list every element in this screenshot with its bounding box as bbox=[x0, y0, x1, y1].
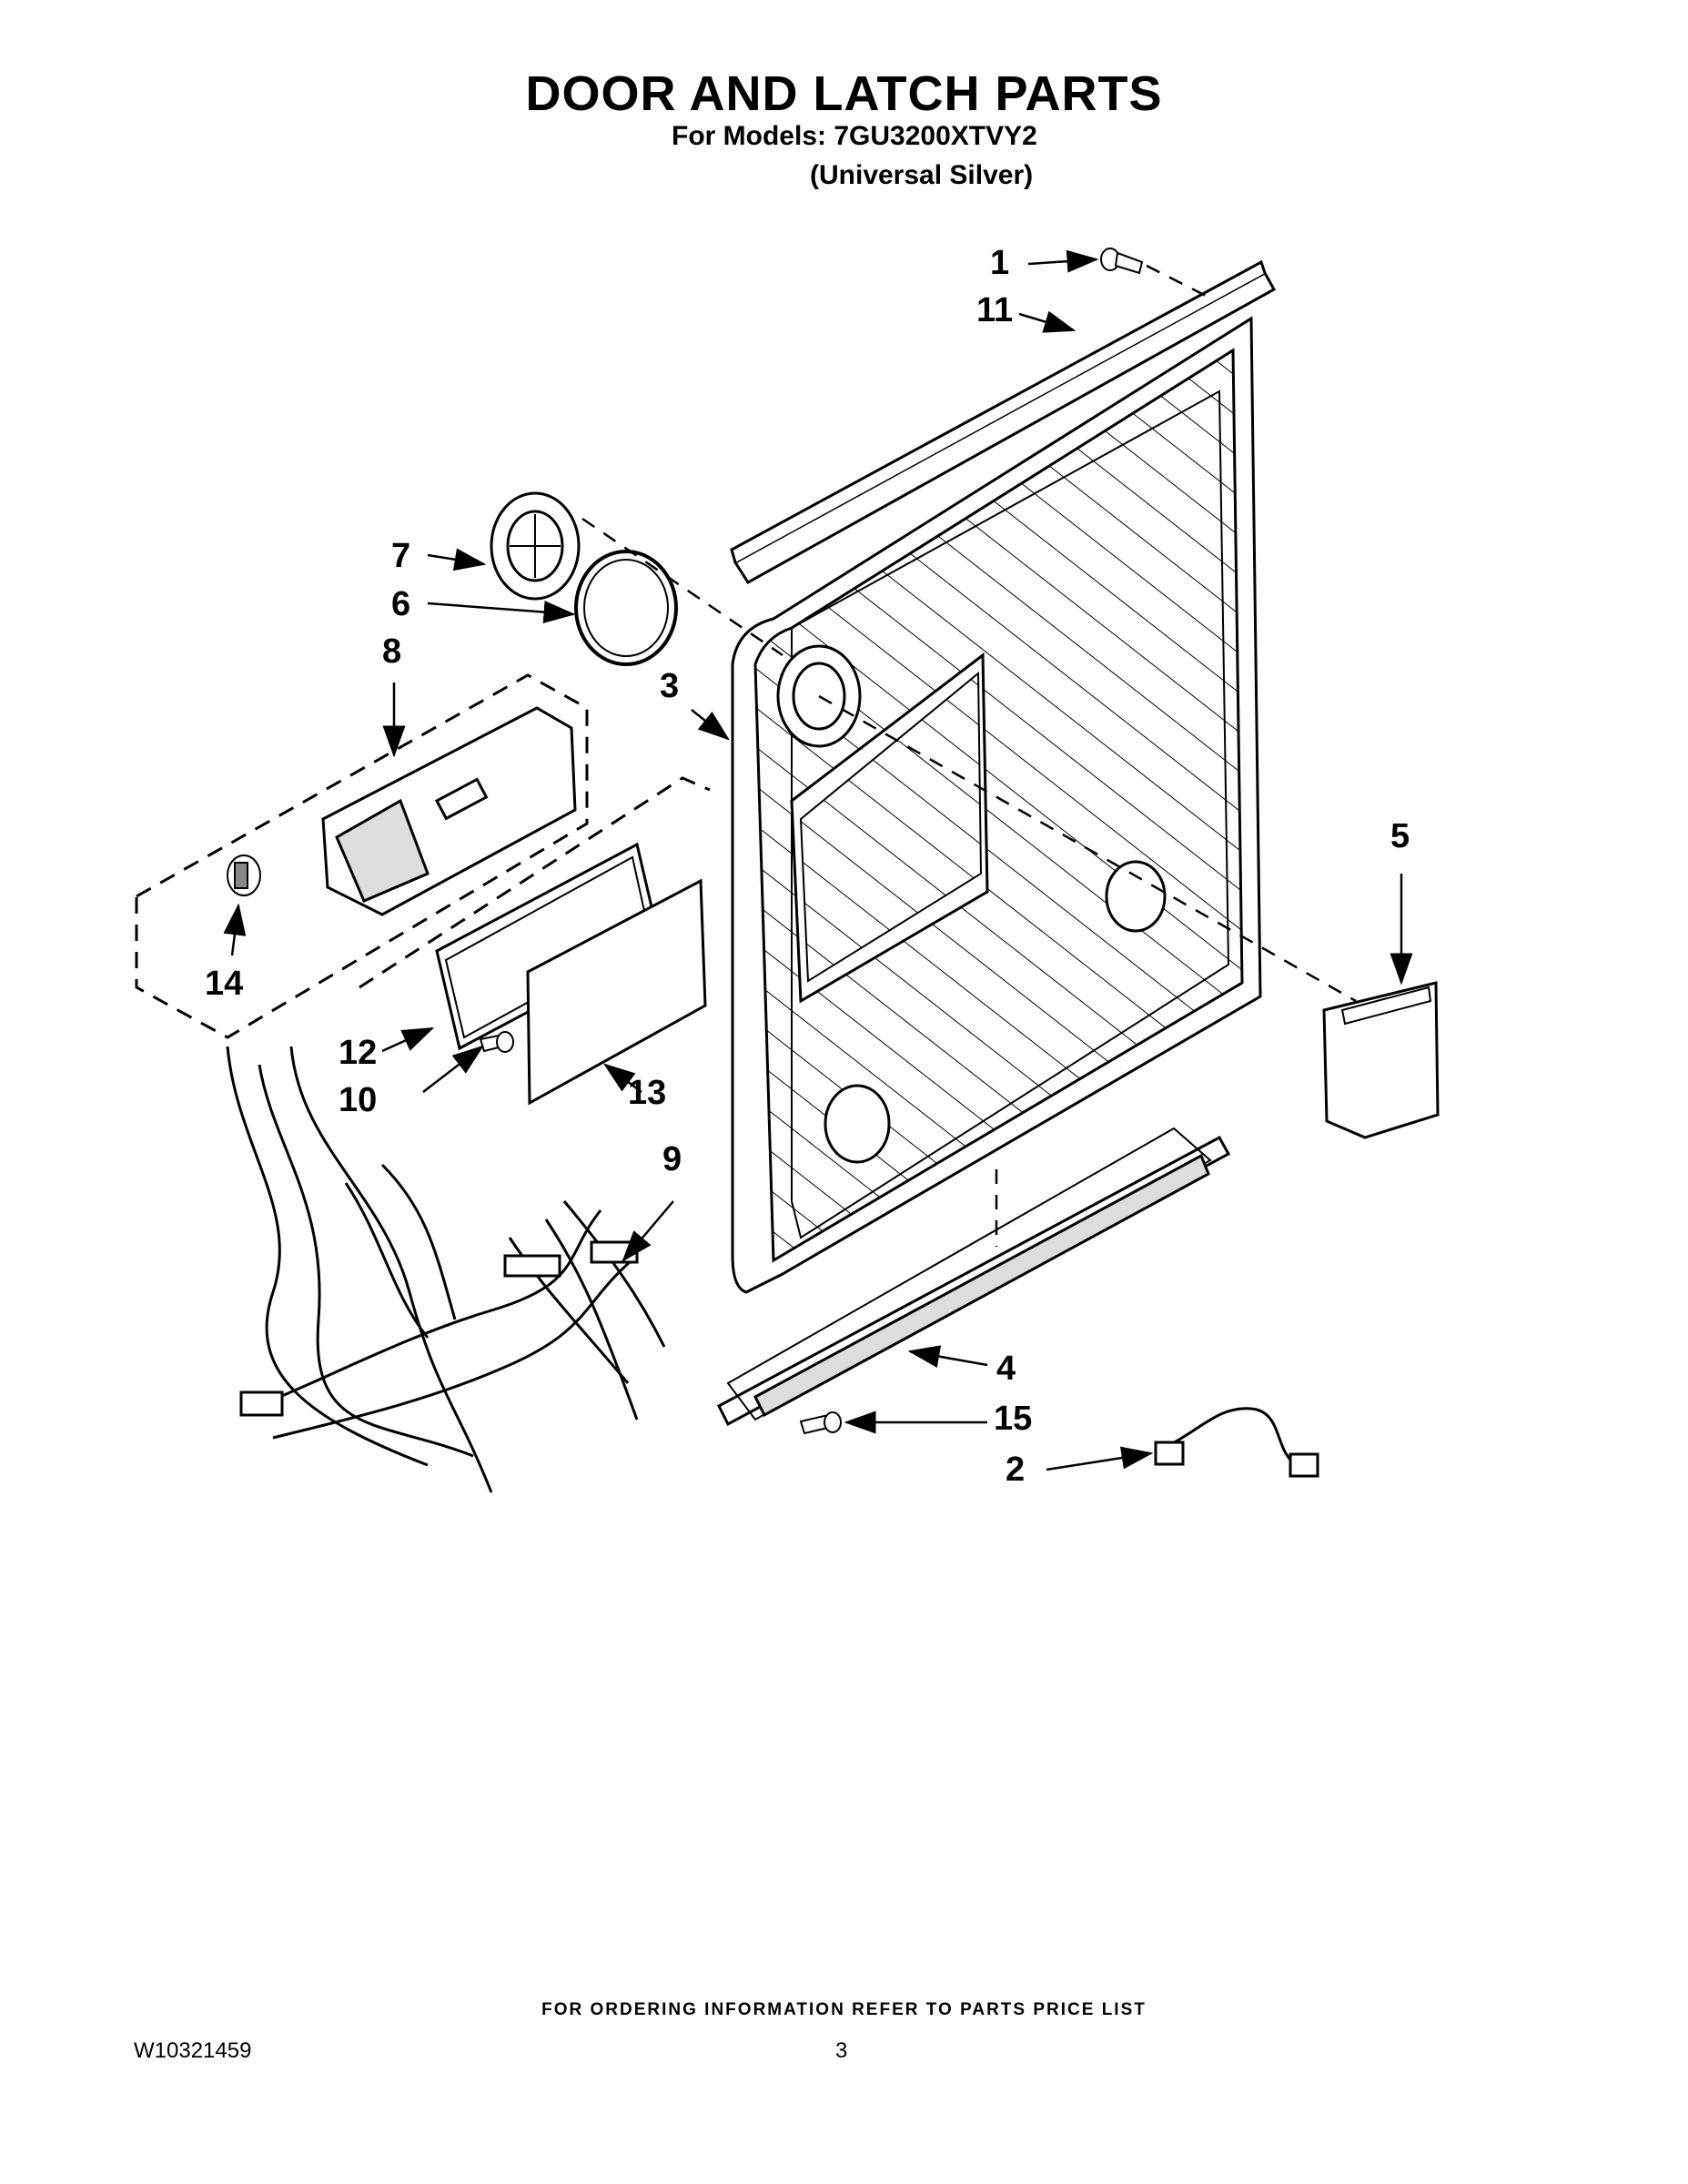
top-screw bbox=[1100, 248, 1144, 275]
callout-2: 2 bbox=[1006, 1451, 1026, 1489]
callout-5: 5 bbox=[1390, 817, 1410, 855]
board-dashed-outline bbox=[359, 776, 711, 989]
bottom-screw bbox=[799, 1411, 842, 1435]
variant-line: (Universal Silver) bbox=[810, 160, 1034, 190]
latch-assembly-box bbox=[135, 673, 589, 1039]
callout-6: 6 bbox=[391, 585, 411, 623]
callout-1: 1 bbox=[990, 244, 1010, 282]
top-door-trim bbox=[730, 259, 1277, 584]
callout-13: 13 bbox=[628, 1074, 667, 1112]
callout-15: 15 bbox=[994, 1400, 1033, 1438]
board-cover bbox=[526, 878, 707, 1106]
callout-7: 7 bbox=[391, 537, 411, 575]
callout-11: 11 bbox=[976, 291, 1014, 329]
callout-12: 12 bbox=[339, 1034, 378, 1072]
door-inner-panel bbox=[731, 316, 1262, 1294]
callout-3: 3 bbox=[660, 667, 680, 705]
document-code: W10321459 bbox=[134, 2038, 252, 2063]
leader-arrows bbox=[223, 249, 1413, 1471]
callout-4: 4 bbox=[996, 1350, 1016, 1388]
page-title: DOOR AND LATCH PARTS bbox=[525, 66, 1163, 121]
callout-10: 10 bbox=[339, 1081, 378, 1119]
vent-assembly bbox=[490, 491, 581, 601]
callout-14: 14 bbox=[205, 965, 244, 1003]
alignment-lines bbox=[581, 264, 1357, 1247]
page-number: 3 bbox=[835, 2038, 848, 2063]
callout-9: 9 bbox=[662, 1140, 682, 1178]
vent-gasket bbox=[574, 550, 678, 666]
latch-bracket bbox=[1322, 981, 1440, 1139]
door-cable bbox=[1154, 1407, 1319, 1478]
push-button bbox=[227, 854, 261, 896]
ordering-note: FOR ORDERING INFORMATION REFER TO PARTS … bbox=[541, 2000, 1147, 2019]
wire-harness bbox=[226, 1046, 666, 1493]
board-screw bbox=[479, 1031, 514, 1053]
callout-8: 8 bbox=[382, 632, 402, 671]
models-line: For Models: 7GU3200XTVY2 bbox=[672, 121, 1037, 151]
bottom-door-trim bbox=[717, 1127, 1231, 1427]
latch-assembly bbox=[321, 706, 577, 916]
